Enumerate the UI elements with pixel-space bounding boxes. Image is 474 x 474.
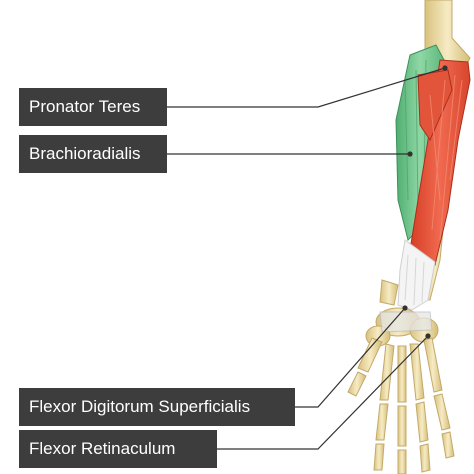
- hand-bones: [347, 337, 455, 474]
- label-flexor-retinaculum: Flexor Retinaculum: [19, 430, 217, 468]
- pronator-teres-leader-dot: [442, 65, 448, 71]
- label-flexor-digitorum-superficialis: Flexor Digitorum Superficialis: [19, 388, 295, 426]
- flexor-tendons: [397, 239, 436, 311]
- fds-leader: [295, 307, 406, 408]
- retinaculum-leader-dot: [425, 333, 431, 339]
- label-pronator-teres: Pronator Teres: [19, 88, 167, 126]
- flexor-muscle-group: [409, 59, 471, 266]
- retinaculum-leader: [217, 335, 429, 450]
- pronator-teres-leader: [167, 67, 446, 108]
- fds-leader-dot: [402, 305, 408, 311]
- label-brachioradialis: Brachioradialis: [19, 135, 167, 173]
- brachioradialis-leader-dot: [407, 151, 413, 157]
- leader-lines: [167, 65, 448, 450]
